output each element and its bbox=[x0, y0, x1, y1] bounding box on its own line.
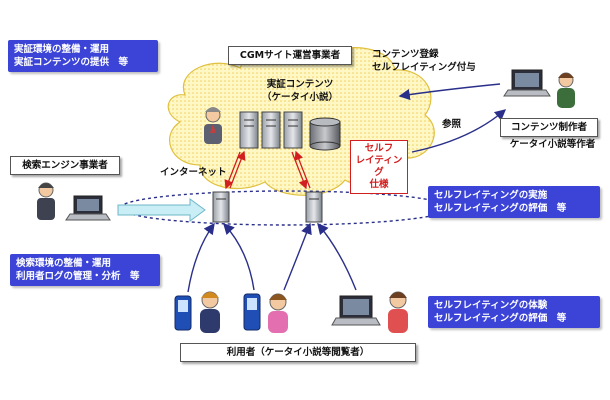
cgm-operator-text: CGMサイト運営事業者 bbox=[239, 50, 341, 61]
content-creator-text: コンテンツ制作者 bbox=[510, 122, 587, 133]
search-provider-text: 検索エンジン事業者 bbox=[22, 160, 108, 171]
person-icon bbox=[200, 291, 220, 333]
content-creator-label: コンテンツ制作者 bbox=[500, 118, 598, 137]
content-center-label: 実証コンテンツ （ケータイ小説） bbox=[250, 78, 350, 104]
user-roles-box: セルフレイティングの体験 セルフレイティングの評価 等 bbox=[428, 296, 600, 328]
person-icon bbox=[37, 182, 55, 220]
reference-label: 参照 bbox=[442, 118, 461, 131]
creator-sub-text: ケータイ小説等作者 bbox=[509, 139, 596, 150]
creator-sub-label: ケータイ小説等作者 bbox=[505, 138, 600, 151]
laptop-icon bbox=[503, 69, 551, 97]
role-line: セルフレイティングの評価 等 bbox=[434, 313, 567, 324]
server-icon bbox=[239, 111, 259, 149]
content-register-label: コンテンツ登録 セルフレイティング付与 bbox=[372, 48, 492, 74]
search-roles-box: 検索環境の整備・運用 利用者ログの管理・分析 等 bbox=[10, 254, 160, 286]
database-icon bbox=[309, 117, 341, 151]
role-line: セルフレイティングの実施 bbox=[434, 190, 548, 201]
mobile-phone-icon bbox=[243, 293, 261, 331]
operator-roles-box: 実証環境の整備・運用 実証コンテンツの提供 等 bbox=[8, 40, 158, 72]
self-rating-spec-callout: セルフ レイティング 仕様 bbox=[350, 140, 408, 194]
role-line: セルフレイティングの体験 bbox=[434, 300, 548, 311]
person-icon bbox=[388, 291, 408, 333]
users-text: 利用者（ケータイ小説等閲覧者） bbox=[226, 347, 370, 358]
spec-line: 仕様 bbox=[369, 179, 389, 190]
spec-line: セルフ bbox=[364, 143, 394, 154]
cgm-operator-label: CGMサイト運営事業者 bbox=[228, 46, 352, 65]
search-flow-arrow bbox=[117, 198, 206, 222]
users-label: 利用者（ケータイ小説等閲覧者） bbox=[180, 343, 416, 362]
spec-line: レイティング bbox=[355, 155, 403, 178]
role-line: 利用者ログの管理・分析 等 bbox=[16, 271, 140, 282]
server-icon bbox=[261, 111, 281, 149]
internet-label: インターネット bbox=[160, 166, 227, 179]
search-provider-label: 検索エンジン事業者 bbox=[10, 156, 120, 175]
mobile-phone-icon bbox=[174, 295, 192, 331]
internet-text: インターネット bbox=[160, 167, 227, 178]
role-line: 実証環境の整備・運用 bbox=[14, 44, 110, 55]
role-line: 実証コンテンツの提供 等 bbox=[14, 57, 129, 68]
person-icon bbox=[268, 293, 288, 333]
laptop-icon bbox=[65, 195, 111, 221]
content-line: （ケータイ小説） bbox=[261, 92, 338, 103]
server-icon bbox=[212, 191, 230, 223]
creator-roles-box: セルフレイティングの実施 セルフレイティングの評価 等 bbox=[428, 186, 600, 218]
content-servers bbox=[239, 111, 341, 151]
flow-arrows bbox=[187, 83, 507, 293]
person-icon bbox=[204, 107, 222, 144]
server-icon bbox=[283, 111, 303, 149]
person-icon bbox=[557, 72, 575, 108]
content-line: 実証コンテンツ bbox=[266, 79, 334, 90]
laptop-icon bbox=[331, 295, 381, 326]
server-icon bbox=[305, 191, 323, 223]
sync-arrows bbox=[224, 150, 311, 190]
register-line: コンテンツ登録 bbox=[372, 49, 439, 60]
role-line: セルフレイティングの評価 等 bbox=[434, 203, 567, 214]
role-line: 検索環境の整備・運用 bbox=[16, 258, 112, 269]
reference-text: 参照 bbox=[442, 119, 462, 130]
register-line: セルフレイティング付与 bbox=[372, 62, 476, 73]
